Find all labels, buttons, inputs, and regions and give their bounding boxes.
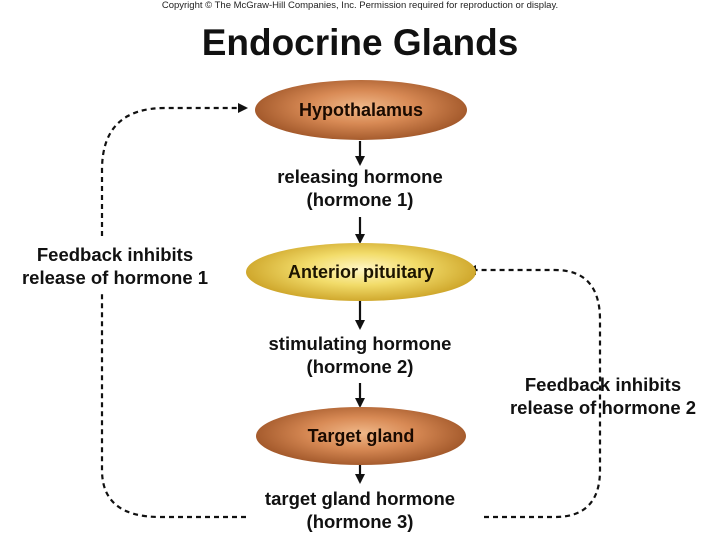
feedback-left-line1: Feedback inhibits	[36, 244, 194, 265]
hormone-1-name: releasing hormone	[277, 166, 443, 187]
node-anterior-pituitary-label: Anterior pituitary	[287, 261, 434, 282]
hormone-1-label: releasing hormone (hormone 1)	[200, 165, 520, 211]
node-target-gland-label: Target gland	[307, 425, 415, 446]
feedback-right-label: Feedback inhibits release of hormone 2	[486, 373, 720, 419]
hormone-3-name: target gland hormone	[264, 488, 456, 509]
feedback-right-line1: Feedback inhibits	[524, 374, 682, 395]
node-hypothalamus: Hypothalamus	[255, 80, 467, 140]
node-target-gland: Target gland	[256, 407, 466, 465]
feedback-left-line2: release of hormone 1	[21, 267, 209, 288]
hormone-3-label: target gland hormone (hormone 3)	[200, 487, 520, 533]
feedback-loop-right	[466, 265, 602, 519]
hormone-2-label: stimulating hormone (hormone 2)	[190, 332, 530, 378]
hormone-2-name: stimulating hormone	[268, 333, 452, 354]
copyright-notice: Copyright © The McGraw-Hill Companies, I…	[161, 0, 559, 11]
feedback-left-label: Feedback inhibits release of hormone 1	[0, 243, 230, 289]
page-title: Endocrine Glands	[201, 22, 519, 63]
hormone-2-number: (hormone 2)	[306, 356, 414, 377]
feedback-loop-left-lower	[100, 294, 246, 519]
feedback-right-line2: release of hormone 2	[509, 397, 697, 418]
hormone-3-number: (hormone 3)	[306, 511, 414, 532]
node-hypothalamus-label: Hypothalamus	[298, 99, 424, 120]
hormone-1-number: (hormone 1)	[306, 189, 414, 210]
node-anterior-pituitary: Anterior pituitary	[246, 243, 476, 301]
